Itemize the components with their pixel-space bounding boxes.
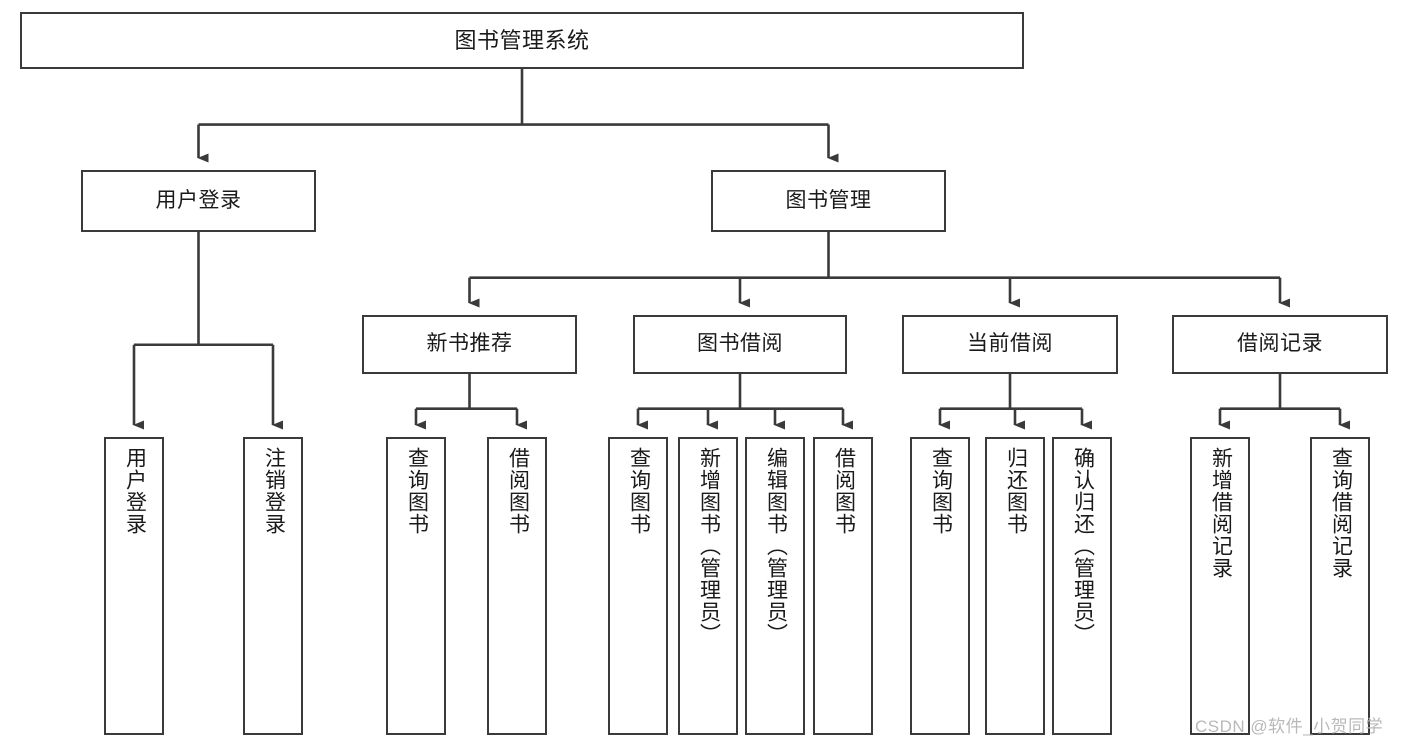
node-label: 图书借阅 [697, 332, 783, 356]
node-leaf-borrow-book-recommend[interactable]: 借阅图书 [487, 437, 547, 735]
node-root-book-management-system[interactable]: 图书管理系统 [20, 12, 1024, 69]
node-label: 图书管理 [785, 188, 872, 212]
node-leaf-query-book[interactable]: 查询图书 [608, 437, 668, 735]
node-label: 注销登录 [262, 447, 286, 535]
node-current-borrow[interactable]: 当前借阅 [902, 315, 1118, 374]
node-leaf-query-book-recommend[interactable]: 查询图书 [386, 437, 446, 735]
node-leaf-edit-book[interactable]: 编辑图书（管理员） [745, 437, 805, 735]
node-leaf-add-book[interactable]: 新增图书（管理员） [678, 437, 738, 735]
node-leaf-query-borrow-record[interactable]: 查询借阅记录 [1310, 437, 1370, 735]
node-label: 图书管理系统 [454, 27, 590, 53]
node-label: 用户登录 [123, 447, 147, 535]
node-label: 新书推荐 [426, 332, 513, 356]
node-label: 新增图书（管理员） [697, 447, 721, 645]
node-label: 确认归还（管理员） [1071, 447, 1095, 645]
node-book-management[interactable]: 图书管理 [711, 170, 946, 232]
node-leaf-borrow-book[interactable]: 借阅图书 [813, 437, 873, 735]
node-leaf-user-login[interactable]: 用户登录 [104, 437, 164, 735]
node-user-login[interactable]: 用户登录 [81, 170, 316, 232]
csdn-watermark: CSDN @软件_小贺同学 [1195, 717, 1384, 736]
node-label: 查询借阅记录 [1329, 447, 1353, 579]
node-label: 借阅记录 [1237, 332, 1323, 356]
node-leaf-add-borrow-record[interactable]: 新增借阅记录 [1190, 437, 1250, 735]
node-label: 新增借阅记录 [1209, 447, 1233, 579]
node-label: 查询图书 [405, 447, 429, 535]
node-leaf-confirm-return[interactable]: 确认归还（管理员） [1052, 437, 1112, 735]
node-borrow-record[interactable]: 借阅记录 [1172, 315, 1388, 374]
node-book-borrow[interactable]: 图书借阅 [633, 315, 847, 374]
node-new-book-recommend[interactable]: 新书推荐 [362, 315, 577, 374]
node-label: 编辑图书（管理员） [764, 447, 788, 645]
node-leaf-user-logout[interactable]: 注销登录 [243, 437, 303, 735]
node-label: 用户登录 [155, 188, 242, 212]
node-label: 借阅图书 [506, 447, 530, 535]
node-label: 归还图书 [1004, 447, 1028, 535]
node-label: 查询图书 [929, 447, 953, 535]
node-label: 当前借阅 [967, 332, 1053, 356]
node-label: 借阅图书 [832, 447, 856, 535]
node-leaf-query-book-current[interactable]: 查询图书 [910, 437, 970, 735]
node-leaf-return-book[interactable]: 归还图书 [985, 437, 1045, 735]
node-label: 查询图书 [627, 447, 651, 535]
